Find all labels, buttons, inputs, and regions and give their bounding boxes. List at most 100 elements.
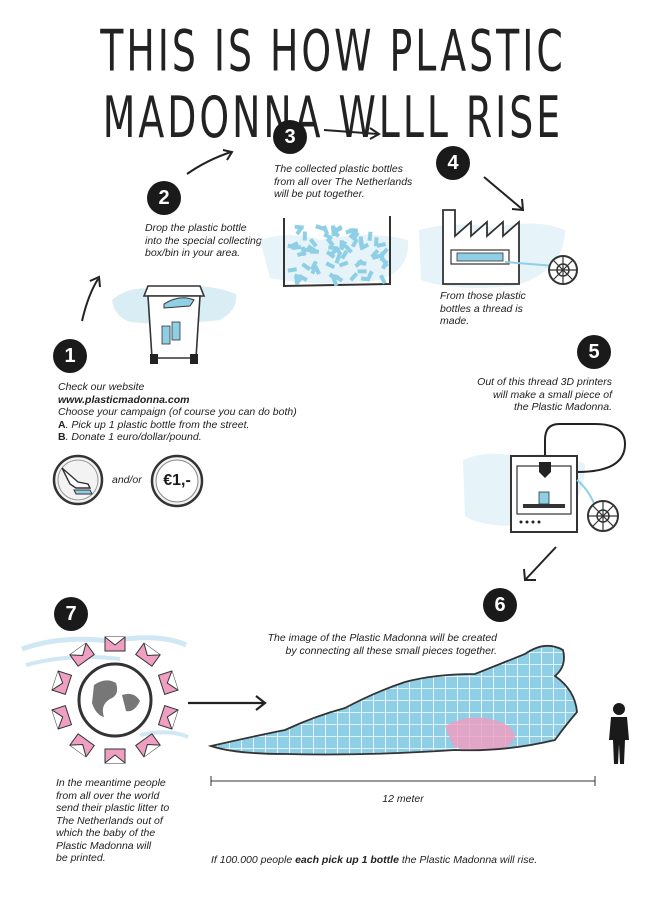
option-b-text: . Donate 1 euro/dollar/pound.	[65, 431, 202, 443]
arrow-right-up-icon	[186, 149, 234, 175]
bottle-icon	[291, 244, 302, 250]
step-7-line-5: which the baby of the	[56, 827, 156, 839]
step-3-text: The collected plastic bottles from all o…	[274, 163, 434, 201]
bottle-icon	[357, 269, 367, 274]
step-4-text: From those plastic bottles a thread is m…	[440, 290, 560, 328]
step-1-badge: 1	[53, 339, 87, 373]
envelope-icon	[104, 636, 126, 652]
step-3-line-3: will be put together.	[274, 188, 365, 200]
footer-suffix: the Plastic Madonna will rise.	[398, 854, 538, 866]
coin-icon	[150, 454, 204, 508]
step-7-line-6: Plastic Madonna will	[56, 839, 152, 852]
footer-note: If 100.000 people each pick up 1 bottle …	[211, 854, 651, 867]
step-1-website: www.plasticmadonna.com	[58, 393, 190, 406]
collecting-bin-icon	[112, 285, 237, 364]
step-4-line-1: From those plastic	[440, 290, 526, 302]
envelope-icon	[135, 642, 161, 667]
step-1-option-b: B. Donate 1 euro/dollar/pound.	[58, 431, 348, 444]
donation-amount: €1,-	[163, 472, 191, 489]
step-3-badge: 3	[273, 120, 307, 154]
envelope-icon	[69, 733, 95, 758]
bottle-icon	[334, 254, 342, 264]
bottle-icon	[333, 274, 344, 283]
bottle-icon	[367, 231, 373, 241]
step-2-line-1: Drop the plastic bottle	[145, 222, 247, 234]
step-1-line-1: Check our website	[58, 381, 145, 393]
bottle-pile-container-icon	[260, 216, 409, 288]
arrow-right-long-icon	[188, 695, 267, 711]
reclining-madonna-figure	[207, 644, 578, 756]
bottle-icon	[295, 225, 304, 236]
bottle-icon	[325, 250, 336, 259]
step-6-badge: 6	[483, 588, 517, 622]
bottle-icon	[328, 245, 338, 251]
bottle-icon	[358, 240, 365, 250]
envelope-icon	[135, 733, 161, 758]
step-6-line-1: The image of the Plastic Madonna will be…	[267, 632, 497, 644]
step-7-line-7: be printed.	[56, 852, 106, 864]
bottle-icon	[338, 260, 349, 268]
bottle-icon	[350, 237, 359, 248]
step-7-line-4: The Netherlands out of	[56, 814, 163, 827]
bottle-icon	[287, 267, 298, 273]
bottle-icon	[296, 250, 307, 258]
step-4-line-2: bottles a thread is	[440, 302, 523, 315]
hand-picking-bottle-icon	[52, 454, 104, 506]
page-title: THIS IS HOW PLASTIC MADONNA WLLL RISE	[100, 18, 566, 151]
envelope-icon	[69, 642, 95, 667]
step-1-text: Check our website www.plasticmadonna.com…	[58, 381, 348, 444]
bottle-icon	[354, 258, 364, 268]
step-7-line-1: In the meantime people	[56, 777, 166, 789]
bottle-icon	[302, 231, 307, 241]
arrow-down-right-icon	[483, 176, 525, 212]
bottle-icon	[351, 231, 360, 241]
step-5-badge: 5	[577, 335, 611, 369]
bottle-icon	[340, 249, 349, 260]
step-6-line-2: by connecting all these small pieces tog…	[285, 644, 497, 657]
step-4-line-3: made.	[440, 315, 470, 327]
bottle-icon	[339, 240, 344, 250]
bottle-icon	[379, 251, 385, 262]
and-or-label: and/or	[112, 474, 142, 486]
scale-bar	[210, 776, 596, 786]
3d-printer-icon	[463, 423, 627, 533]
bottle-icon	[323, 232, 334, 241]
step-6-text: The image of the Plastic Madonna will be…	[200, 632, 497, 657]
bottle-icon	[348, 229, 358, 240]
envelope-icon	[104, 748, 126, 764]
bottle-icon	[373, 237, 379, 247]
footer-prefix: If 100.000 people	[211, 854, 296, 866]
bottle-icon	[315, 224, 326, 231]
bottle-icon	[345, 227, 356, 235]
step-7-text: In the meantime people from all over the…	[56, 777, 216, 865]
step-7-badge: 7	[54, 597, 88, 631]
step-5-line-2: will make a small piece of	[492, 388, 612, 401]
bottle-icon	[343, 244, 353, 254]
step-5-line-1: Out of this thread 3D printers	[477, 376, 612, 388]
option-a-key: A	[58, 418, 66, 431]
bottle-icon	[349, 272, 359, 282]
option-b-key: B	[58, 431, 66, 443]
step-2-line-3: box/bin in your area.	[145, 247, 241, 259]
step-1-option-a: A. Pick up 1 plastic bottle from the str…	[58, 419, 348, 432]
envelope-icon	[51, 670, 73, 695]
envelope-icon	[157, 670, 179, 695]
bottle-icon	[379, 274, 387, 285]
bottle-icon	[301, 262, 311, 271]
step-3-line-2: from all over The Netherlands	[274, 175, 413, 188]
bottle-icon	[306, 244, 317, 253]
step-5-text: Out of this thread 3D printers will make…	[420, 376, 612, 414]
step-2-text: Drop the plastic bottle into the special…	[145, 222, 305, 260]
scale-label: 12 meter	[382, 793, 424, 805]
step-7-line-3: send their plastic litter to	[56, 802, 170, 814]
step-2-badge: 2	[147, 181, 181, 215]
option-a-text: . Pick up 1 plastic bottle from the stre…	[65, 418, 250, 431]
bottle-icon	[330, 225, 336, 235]
step-2-line-2: into the special collecting	[145, 234, 262, 247]
step-5-line-3: the Plastic Madonna.	[513, 401, 612, 413]
bottle-icon	[325, 237, 335, 247]
bottle-icon	[376, 242, 387, 248]
arrow-right-icon	[323, 127, 381, 140]
factory-icon	[419, 209, 578, 288]
step-3-line-1: The collected plastic bottles	[274, 163, 403, 175]
